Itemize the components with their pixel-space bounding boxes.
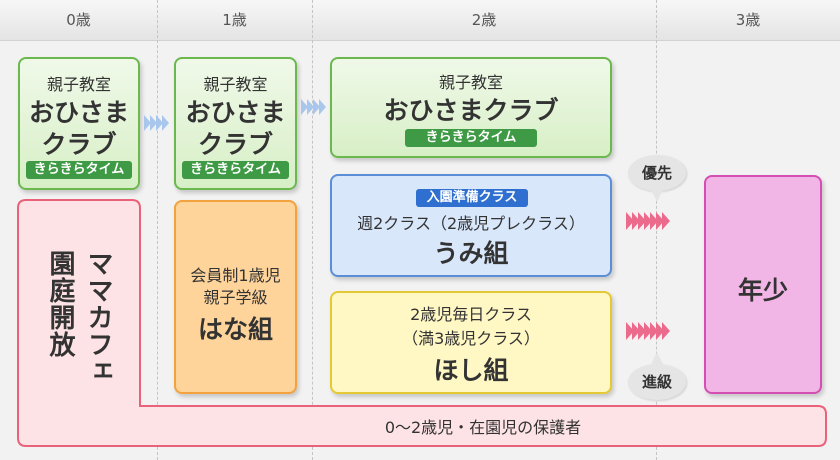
nensho-box: 年少 (704, 175, 822, 394)
age-header-bar (0, 0, 840, 41)
promotion-bubble: 進級 (628, 364, 686, 400)
bubble-tail (651, 190, 663, 202)
priority-bubble: 優先 (628, 155, 686, 191)
class-type-label: 親子教室 (438, 73, 503, 92)
hana-desc-line2: 親子学級 (203, 288, 268, 307)
kirakira-time-tag: きらきらタイム (26, 161, 132, 179)
mama-cafe-label: ママカフェ (83, 250, 113, 385)
hoshi-class-name: ほし組 (433, 356, 509, 385)
pre-enrollment-tag: 入園準備クラス (416, 189, 528, 207)
umi-class-name: うみ組 (433, 239, 509, 268)
hoshi-desc-line1: 2歳児毎日クラス (410, 305, 532, 324)
hana-class-name: はな組 (197, 315, 273, 344)
promotion-arrow (626, 322, 670, 340)
mama-cafe-footer: 0～2歳児・在園児の保護者 (384, 418, 582, 437)
class-name-line1: おひさま (28, 98, 129, 127)
umi-desc: 週2クラス（2歳児プレクラス） (357, 214, 585, 233)
hana-desc-line1: 会員制1歳児 (190, 266, 281, 285)
class-type-label: 親子教室 (203, 75, 268, 94)
column-divider (312, 0, 313, 460)
hana-class-box: 会員制1歳児 親子学級 はな組 (174, 200, 297, 394)
age-header-2: 2歳 (471, 11, 497, 29)
ohisama-club-age0: 親子教室 おひさま クラブ きらきらタイム (18, 57, 140, 190)
priority-arrow (626, 212, 670, 230)
class-name: おひさまクラブ (383, 96, 559, 125)
age-header-3: 3歳 (735, 11, 761, 29)
umi-class-box: 入園準備クラス 週2クラス（2歳児プレクラス） うみ組 (330, 174, 612, 277)
column-divider (157, 0, 158, 460)
progression-arrow (144, 115, 169, 131)
ohisama-club-age2: 親子教室 おひさまクラブ きらきらタイム (330, 57, 612, 158)
class-name-line1: おひさま (185, 98, 286, 127)
bubble-tail (651, 352, 663, 364)
column-divider (656, 0, 657, 460)
nensho-label: 年少 (737, 276, 788, 305)
ohisama-club-age1: 親子教室 おひさま クラブ きらきらタイム (174, 57, 297, 190)
class-name-line2: クラブ (41, 130, 117, 159)
class-name-line2: クラブ (197, 130, 273, 159)
garden-open-label: 園庭開放 (45, 250, 75, 358)
hoshi-desc-line2: （満3歳児クラス） (402, 329, 540, 348)
progression-arrow (301, 99, 326, 115)
age-header-1: 1歳 (222, 11, 247, 29)
class-type-label: 親子教室 (46, 75, 111, 94)
age-header-0: 0歳 (66, 11, 91, 29)
kirakira-time-tag: きらきらタイム (405, 129, 537, 147)
kirakira-time-tag: きらきらタイム (182, 161, 289, 179)
hoshi-class-box: 2歳児毎日クラス （満3歳児クラス） ほし組 (330, 291, 612, 394)
